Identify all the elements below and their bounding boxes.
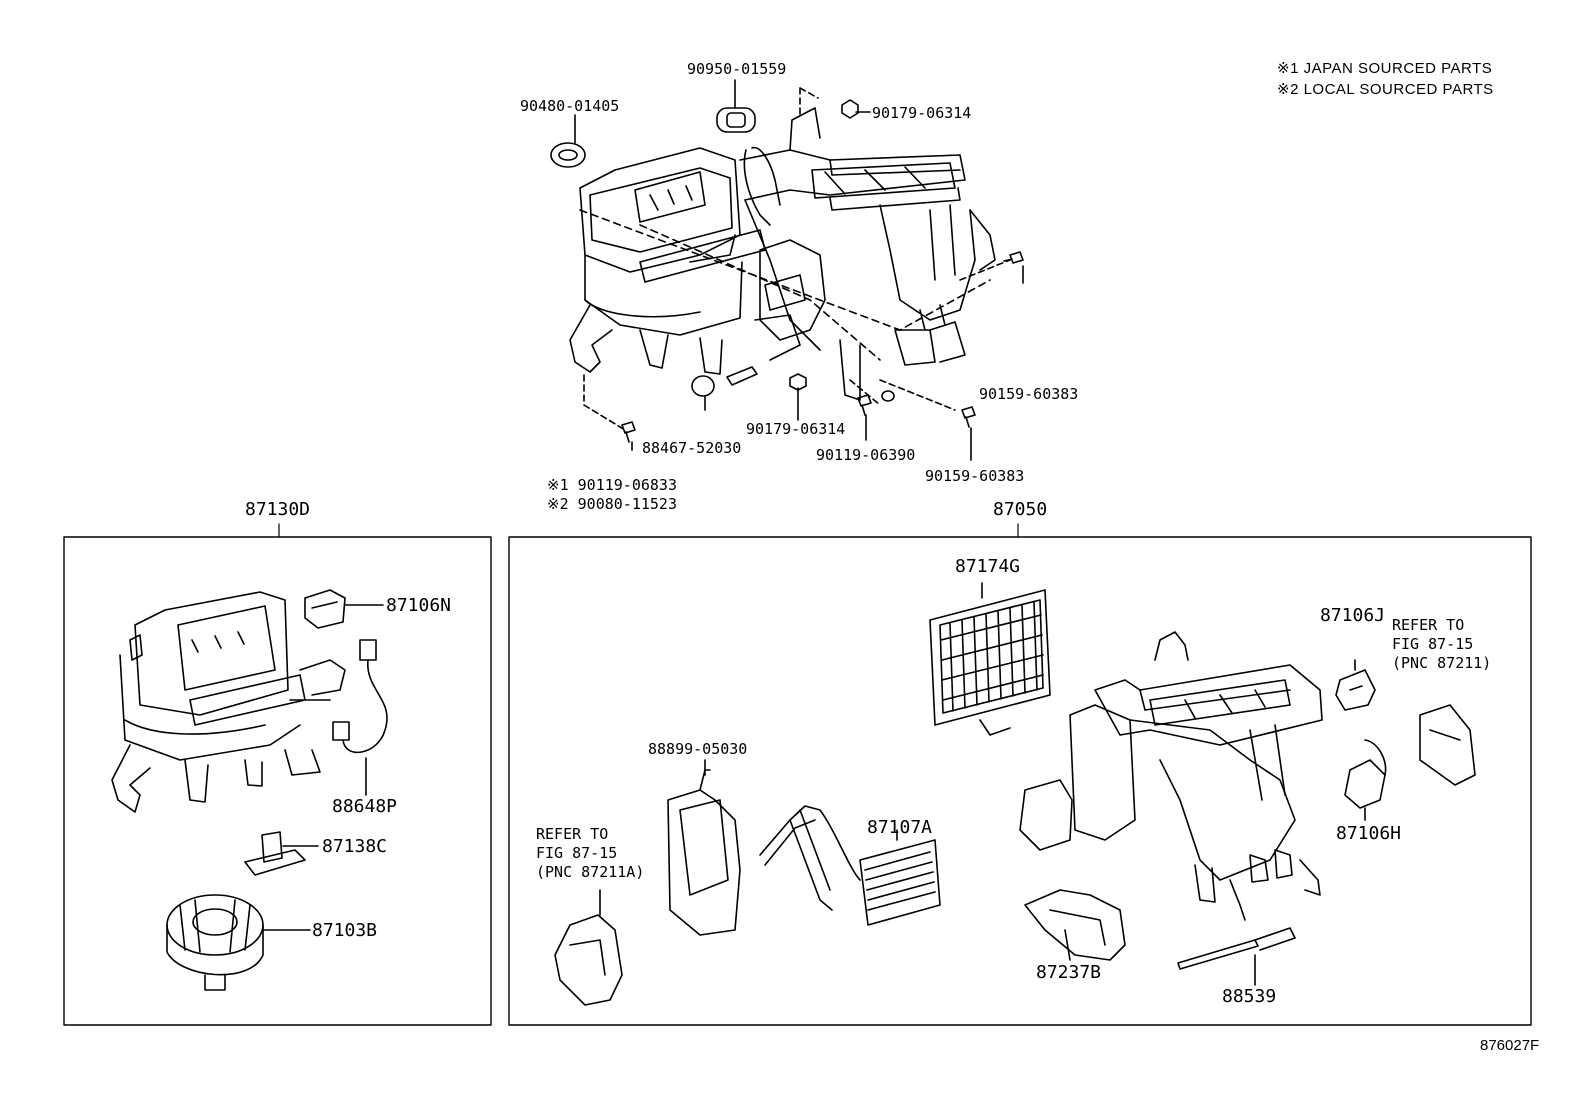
- part-label: ※1 90119-06833: [547, 476, 677, 494]
- left-blower-drawing: [111, 589, 388, 991]
- part-label: 90179-06314: [872, 104, 972, 122]
- left-box-frame: [63, 536, 492, 1026]
- refer-line: FIG 87-15: [1392, 635, 1474, 653]
- left-box-title: 87130D: [245, 499, 311, 520]
- top-heater-assembly: [550, 79, 1024, 461]
- part-label: 87237B: [1036, 962, 1102, 983]
- part-label: 87106N: [386, 595, 452, 616]
- part-label: 90159-60383: [925, 467, 1025, 485]
- part-label: 88539: [1222, 986, 1277, 1007]
- part-label: ※2 90080-11523: [547, 495, 677, 513]
- refer-line: REFER TO: [536, 825, 609, 843]
- refer-line: REFER TO: [1392, 616, 1465, 634]
- part-label: 87103B: [312, 920, 378, 941]
- right-box-title: 87050: [993, 499, 1048, 520]
- part-label: 88648P: [332, 796, 398, 817]
- refer-line: (PNC 87211A): [536, 863, 645, 881]
- part-label: 90159-60383: [979, 385, 1079, 403]
- part-label: 90480-01405: [520, 97, 620, 115]
- refer-note-right: REFER TO FIG 87-15 (PNC 87211): [1392, 616, 1491, 673]
- refer-note-left: REFER TO FIG 87-15 (PNC 87211A): [536, 825, 644, 882]
- part-label: 90119-06390: [816, 446, 916, 464]
- part-label: 87174G: [955, 556, 1021, 577]
- refer-line: FIG 87-15: [536, 844, 618, 862]
- part-label: 88467-52030: [642, 439, 742, 457]
- note-local-sourced: ※2 LOCAL SOURCED PARTS: [1277, 81, 1494, 98]
- part-label: 87138C: [322, 836, 388, 857]
- part-label: 87107A: [867, 817, 933, 838]
- figure-id: 876027F: [1480, 1037, 1540, 1054]
- part-label: 90179-06314: [746, 420, 846, 438]
- part-label: 88899-05030: [648, 740, 748, 758]
- right-box-frame: [508, 536, 1532, 1026]
- right-box-drawing: [554, 582, 1476, 1006]
- note-japan-sourced: ※1 JAPAN SOURCED PARTS: [1277, 60, 1493, 77]
- part-label: 90950-01559: [687, 60, 787, 78]
- refer-line: (PNC 87211): [1392, 654, 1492, 672]
- part-label: 87106J: [1320, 605, 1386, 626]
- part-label: 87106H: [1336, 823, 1402, 844]
